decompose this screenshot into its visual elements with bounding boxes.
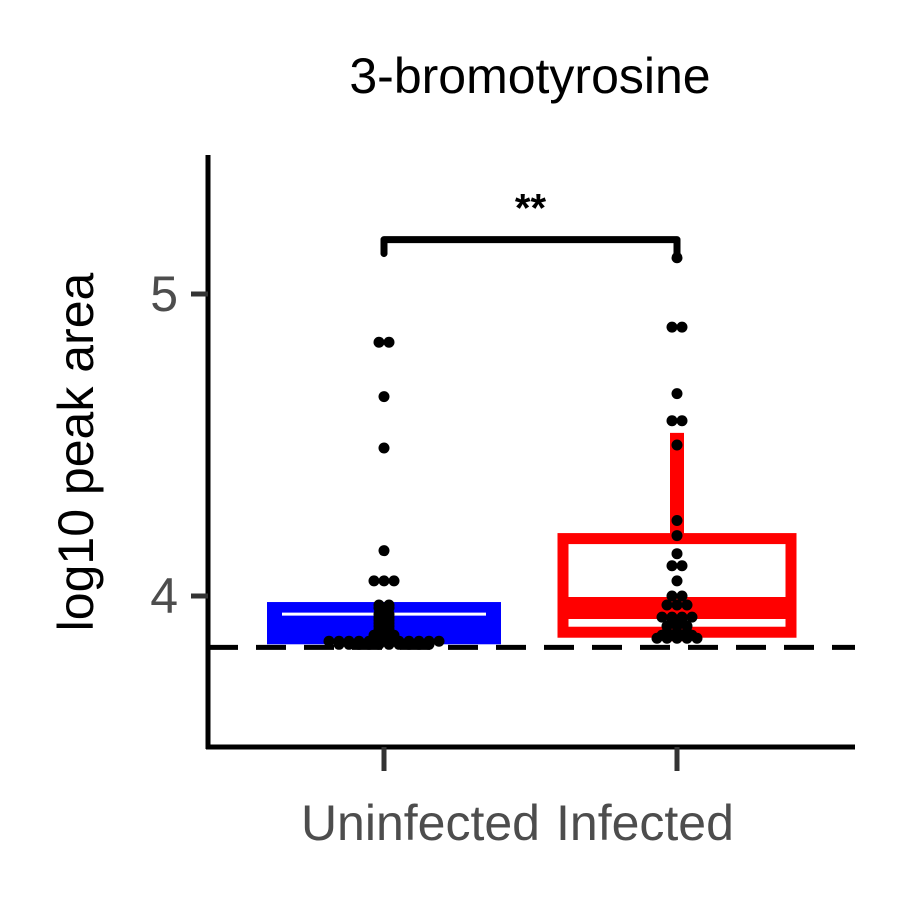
data-point (323, 635, 335, 647)
data-point (686, 611, 698, 623)
data-point (681, 632, 693, 644)
x-tick-label: Uninfected (301, 795, 540, 851)
significance-layer: ** (380, 187, 681, 258)
data-point (373, 336, 385, 348)
data-point (671, 530, 683, 542)
chart-title: 3-bromotyrosine (349, 48, 710, 104)
significance-bracket (380, 236, 681, 258)
data-point (656, 611, 668, 623)
data-point (666, 590, 678, 602)
data-point (343, 638, 355, 650)
significance-label: ** (515, 187, 547, 231)
data-point (403, 638, 415, 650)
data-point (373, 638, 385, 650)
data-point (383, 638, 395, 650)
data-point (676, 321, 688, 333)
data-point (671, 632, 683, 644)
data-point (666, 560, 678, 572)
data-point (368, 575, 380, 587)
data-point (378, 575, 390, 587)
data-point (423, 638, 435, 650)
data-point (671, 575, 683, 587)
y-axis-label: log10 peak area (48, 273, 104, 632)
data-point (666, 415, 678, 427)
data-point (378, 442, 390, 454)
data-point (676, 590, 688, 602)
data-point (413, 638, 425, 650)
data-point (666, 321, 678, 333)
data-point (378, 545, 390, 557)
data-point (378, 391, 390, 403)
data-point (691, 632, 703, 644)
data-point (333, 638, 345, 650)
data-point (353, 638, 365, 650)
data-point (671, 599, 683, 611)
data-point (681, 599, 693, 611)
data-point (661, 632, 673, 644)
data-point (661, 599, 673, 611)
data-point (671, 388, 683, 400)
y-tick-label: 5 (150, 266, 178, 322)
data-point (671, 548, 683, 560)
data-point (393, 638, 405, 650)
box-layer (267, 432, 797, 645)
data-point (671, 439, 683, 451)
data-point (676, 415, 688, 427)
data-point (433, 635, 445, 647)
y-tick-label: 4 (150, 568, 178, 624)
data-point (651, 632, 663, 644)
data-point (363, 638, 375, 650)
data-point (671, 514, 683, 526)
data-point (676, 560, 688, 572)
data-point (383, 336, 395, 348)
data-point (388, 575, 400, 587)
point-layer (323, 252, 703, 650)
x-tick-label: Infected (556, 795, 734, 851)
